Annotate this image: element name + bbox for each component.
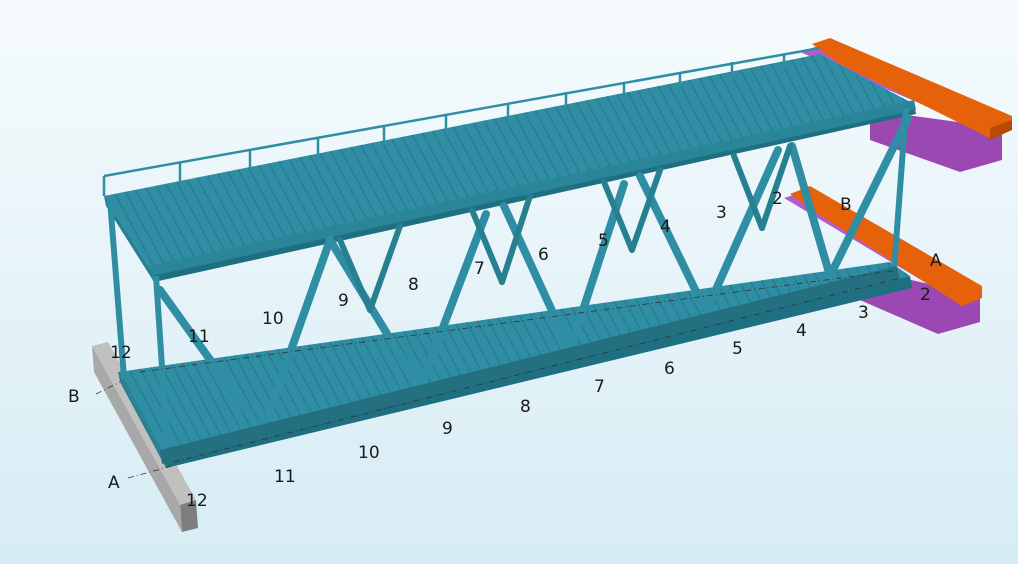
- grid-labels-rows: A B A B: [68, 195, 942, 493]
- svg-text:B: B: [840, 195, 852, 215]
- svg-text:5: 5: [732, 339, 743, 359]
- top-chord[interactable]: [150, 100, 916, 276]
- grid-labels-far: 2 3 4 5 6 7 8 9 10 11 12: [110, 189, 783, 363]
- truss-diagonals[interactable]: [156, 114, 912, 436]
- bottom-chord[interactable]: [160, 266, 900, 464]
- svg-text:6: 6: [664, 359, 675, 379]
- svg-text:8: 8: [520, 397, 531, 417]
- far-handrail[interactable]: [102, 46, 821, 196]
- svg-text:12: 12: [110, 343, 132, 363]
- svg-text:2: 2: [772, 189, 783, 209]
- svg-text:11: 11: [188, 327, 210, 347]
- svg-text:6: 6: [538, 245, 549, 265]
- svg-text:A: A: [108, 473, 120, 493]
- truss-verticals[interactable]: [107, 107, 909, 459]
- svg-text:8: 8: [408, 275, 419, 295]
- svg-text:3: 3: [716, 203, 727, 223]
- svg-text:9: 9: [442, 419, 453, 439]
- svg-text:9: 9: [338, 291, 349, 311]
- svg-text:4: 4: [660, 217, 671, 237]
- svg-text:A: A: [930, 251, 942, 271]
- svg-text:12: 12: [186, 491, 208, 511]
- svg-text:4: 4: [796, 321, 807, 341]
- svg-text:B: B: [68, 387, 80, 407]
- svg-text:10: 10: [358, 443, 380, 463]
- svg-text:11: 11: [274, 467, 296, 487]
- grid-labels-near: 2 3 4 5 6 7 8 9 10 11 12: [186, 285, 931, 511]
- gridlines: [95, 269, 901, 479]
- near-deck[interactable]: [118, 262, 912, 468]
- svg-text:10: 10: [262, 309, 284, 329]
- svg-text:3: 3: [858, 303, 869, 323]
- svg-text:5: 5: [598, 231, 609, 251]
- svg-text:7: 7: [594, 377, 605, 397]
- far-truss-diagonals[interactable]: [337, 143, 793, 313]
- right-support-far[interactable]: [800, 38, 1012, 172]
- svg-text:7: 7: [474, 259, 485, 279]
- svg-text:2: 2: [920, 285, 931, 305]
